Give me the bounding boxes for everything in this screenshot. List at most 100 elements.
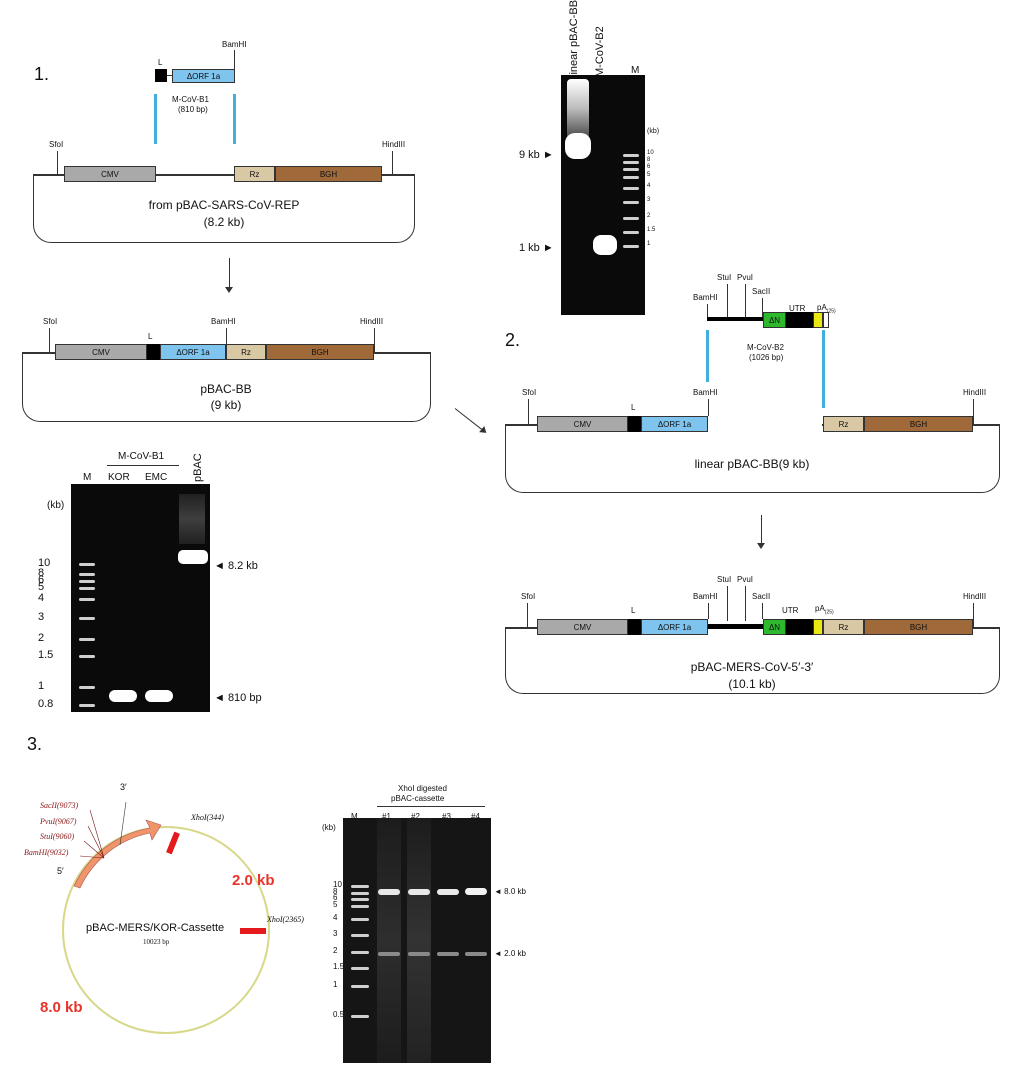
final-dn-box: ΔN — [763, 619, 786, 635]
ladder-tick-label: 8 — [38, 567, 45, 579]
ladder-rung — [623, 187, 639, 190]
insert2-utr-block — [786, 312, 813, 328]
ladder-rung — [623, 217, 639, 220]
gel3-band-4-8kb — [465, 888, 487, 895]
gel-top-lane-mcov: M-CoV-B2 — [594, 26, 606, 77]
gel-top-marker-1kb: 1 kb ► — [519, 242, 554, 254]
vector1-sfol-tick — [57, 151, 58, 174]
vector1-bgh-box: BGH — [275, 166, 382, 182]
pbacbb-l-label: L — [148, 332, 153, 341]
ladder-rung — [79, 598, 95, 601]
pbacbb-cmv-box: CMV — [55, 344, 147, 360]
gel1-group-bar — [107, 465, 179, 466]
final-title: pBAC-MERS-CoV-5′-3′ — [690, 660, 814, 674]
final-pa-sub: (25) — [824, 609, 834, 616]
insert2-stui-label: StuI — [717, 273, 732, 282]
gel3-lane1-smear — [377, 818, 401, 1063]
linear-leader-block — [628, 416, 641, 432]
insert2-pvui-tick — [745, 284, 746, 318]
ladder-rung — [351, 985, 369, 988]
ladder-rung — [79, 580, 95, 583]
ladder-tick-label: 4 — [333, 913, 338, 922]
final-orf-box: ΔORF 1a — [641, 619, 708, 635]
map-three-prime: 3′ — [120, 782, 127, 792]
final-bgh-box: BGH — [864, 619, 973, 635]
plasmid-map — [62, 801, 270, 1034]
gel1-band-emc — [145, 690, 173, 702]
gel3-band-3-8kb — [437, 889, 459, 895]
final-bamhi-label: BamHI — [693, 592, 718, 601]
arrow2-down — [761, 515, 762, 545]
ladder-rung — [351, 951, 369, 954]
ladder-tick-label: 4 — [647, 183, 651, 189]
final-pvui-label: PvuI — [737, 575, 754, 584]
ladder-tick-label: 3 — [647, 197, 651, 203]
final-pa-box — [813, 619, 823, 635]
bamhi-leader — [79, 855, 105, 859]
final-insert-line — [708, 624, 763, 629]
final-size: (10.1 kb) — [728, 677, 776, 691]
vector1-hindiii-tick — [392, 151, 393, 174]
gel-top-unit: (kb) — [647, 128, 660, 135]
insert2-name: M-CoV-B2 — [747, 343, 784, 352]
ladder-tick-label: 4 — [38, 592, 45, 604]
ladder-tick-label: 1 — [647, 241, 651, 247]
pbacbb-size: (9 kb) — [210, 398, 242, 412]
final-hindiii-tick — [973, 603, 974, 627]
ladder-rung — [351, 934, 369, 937]
linear-bamhi-tick — [708, 399, 709, 416]
vector1-size: (8.2 kb) — [203, 215, 245, 229]
gel3-band-2-8kb — [408, 889, 430, 895]
arrow1-down — [229, 258, 230, 290]
gel3-band-4-2kb — [465, 952, 487, 956]
gel3-lane-4: #4 — [471, 812, 480, 821]
insert1-junction-right — [233, 94, 236, 144]
ladder-rung — [79, 655, 95, 658]
insert1-l-label: L — [158, 58, 163, 67]
ladder-tick-label: 6 — [647, 164, 651, 170]
ladder-tick-label: 0.8 — [38, 698, 54, 710]
gel3-lane2-smear — [407, 818, 431, 1063]
gel3-lane-3: #3 — [442, 812, 451, 821]
pbacbb-sfol-label: SfoI — [43, 317, 58, 326]
pbacbb-bamhi-label: BamHI — [211, 317, 236, 326]
gel1-lane-emc: EMC — [145, 472, 168, 483]
insert2-bamhi-tick — [707, 304, 708, 318]
map-fragment-large: 8.0 kb — [40, 999, 83, 1016]
gel3-band-1-2kb — [378, 952, 400, 956]
insert2-pa-sub: (25) — [826, 308, 836, 315]
gel3-unit: (kb) — [322, 823, 336, 832]
insert2-junction-right — [822, 330, 825, 408]
map-sacii-label: SacII(9073) — [40, 801, 79, 810]
ladder-rung — [623, 168, 639, 171]
ladder-tick-label: 6 — [333, 893, 338, 902]
ladder-rung — [623, 176, 639, 179]
insert2-sacii-label: SacII — [752, 287, 771, 296]
final-utr-block — [786, 619, 813, 635]
final-pa-label: pA(25) — [815, 604, 834, 616]
gel1-band-8.2kb — [178, 550, 208, 564]
insert1-bamhi-tick — [234, 50, 235, 69]
ladder-tick-label: 3 — [333, 929, 338, 938]
gel-top-lane-m: M — [631, 65, 640, 76]
ladder-tick-label: 3 — [38, 611, 45, 623]
gel-top-image — [561, 75, 645, 315]
gel1-smear — [179, 494, 205, 544]
map-bamhi-label: BamHI(9032) — [24, 848, 69, 857]
pbacbb-leader-block — [147, 344, 160, 360]
linear-sfol-tick — [528, 399, 529, 424]
final-bamhi-tick — [708, 603, 709, 619]
ladder-tick-label: 1.5 — [333, 962, 345, 971]
map-stui-label: StuI(9060) — [40, 832, 75, 841]
final-sfol-label: SfoI — [521, 592, 536, 601]
insert-arrow — [73, 819, 162, 889]
vector1-sfol-label: SfoI — [49, 140, 64, 149]
ladder-rung — [351, 905, 369, 908]
final-utr-label: UTR — [782, 606, 799, 615]
gel-top-smear — [567, 79, 589, 139]
ladder-rung — [351, 892, 369, 895]
ladder-rung — [351, 898, 369, 901]
linear-sfol-label: SfoI — [522, 388, 537, 397]
stui-leader — [83, 840, 105, 859]
arrow1-down-head — [225, 287, 233, 293]
